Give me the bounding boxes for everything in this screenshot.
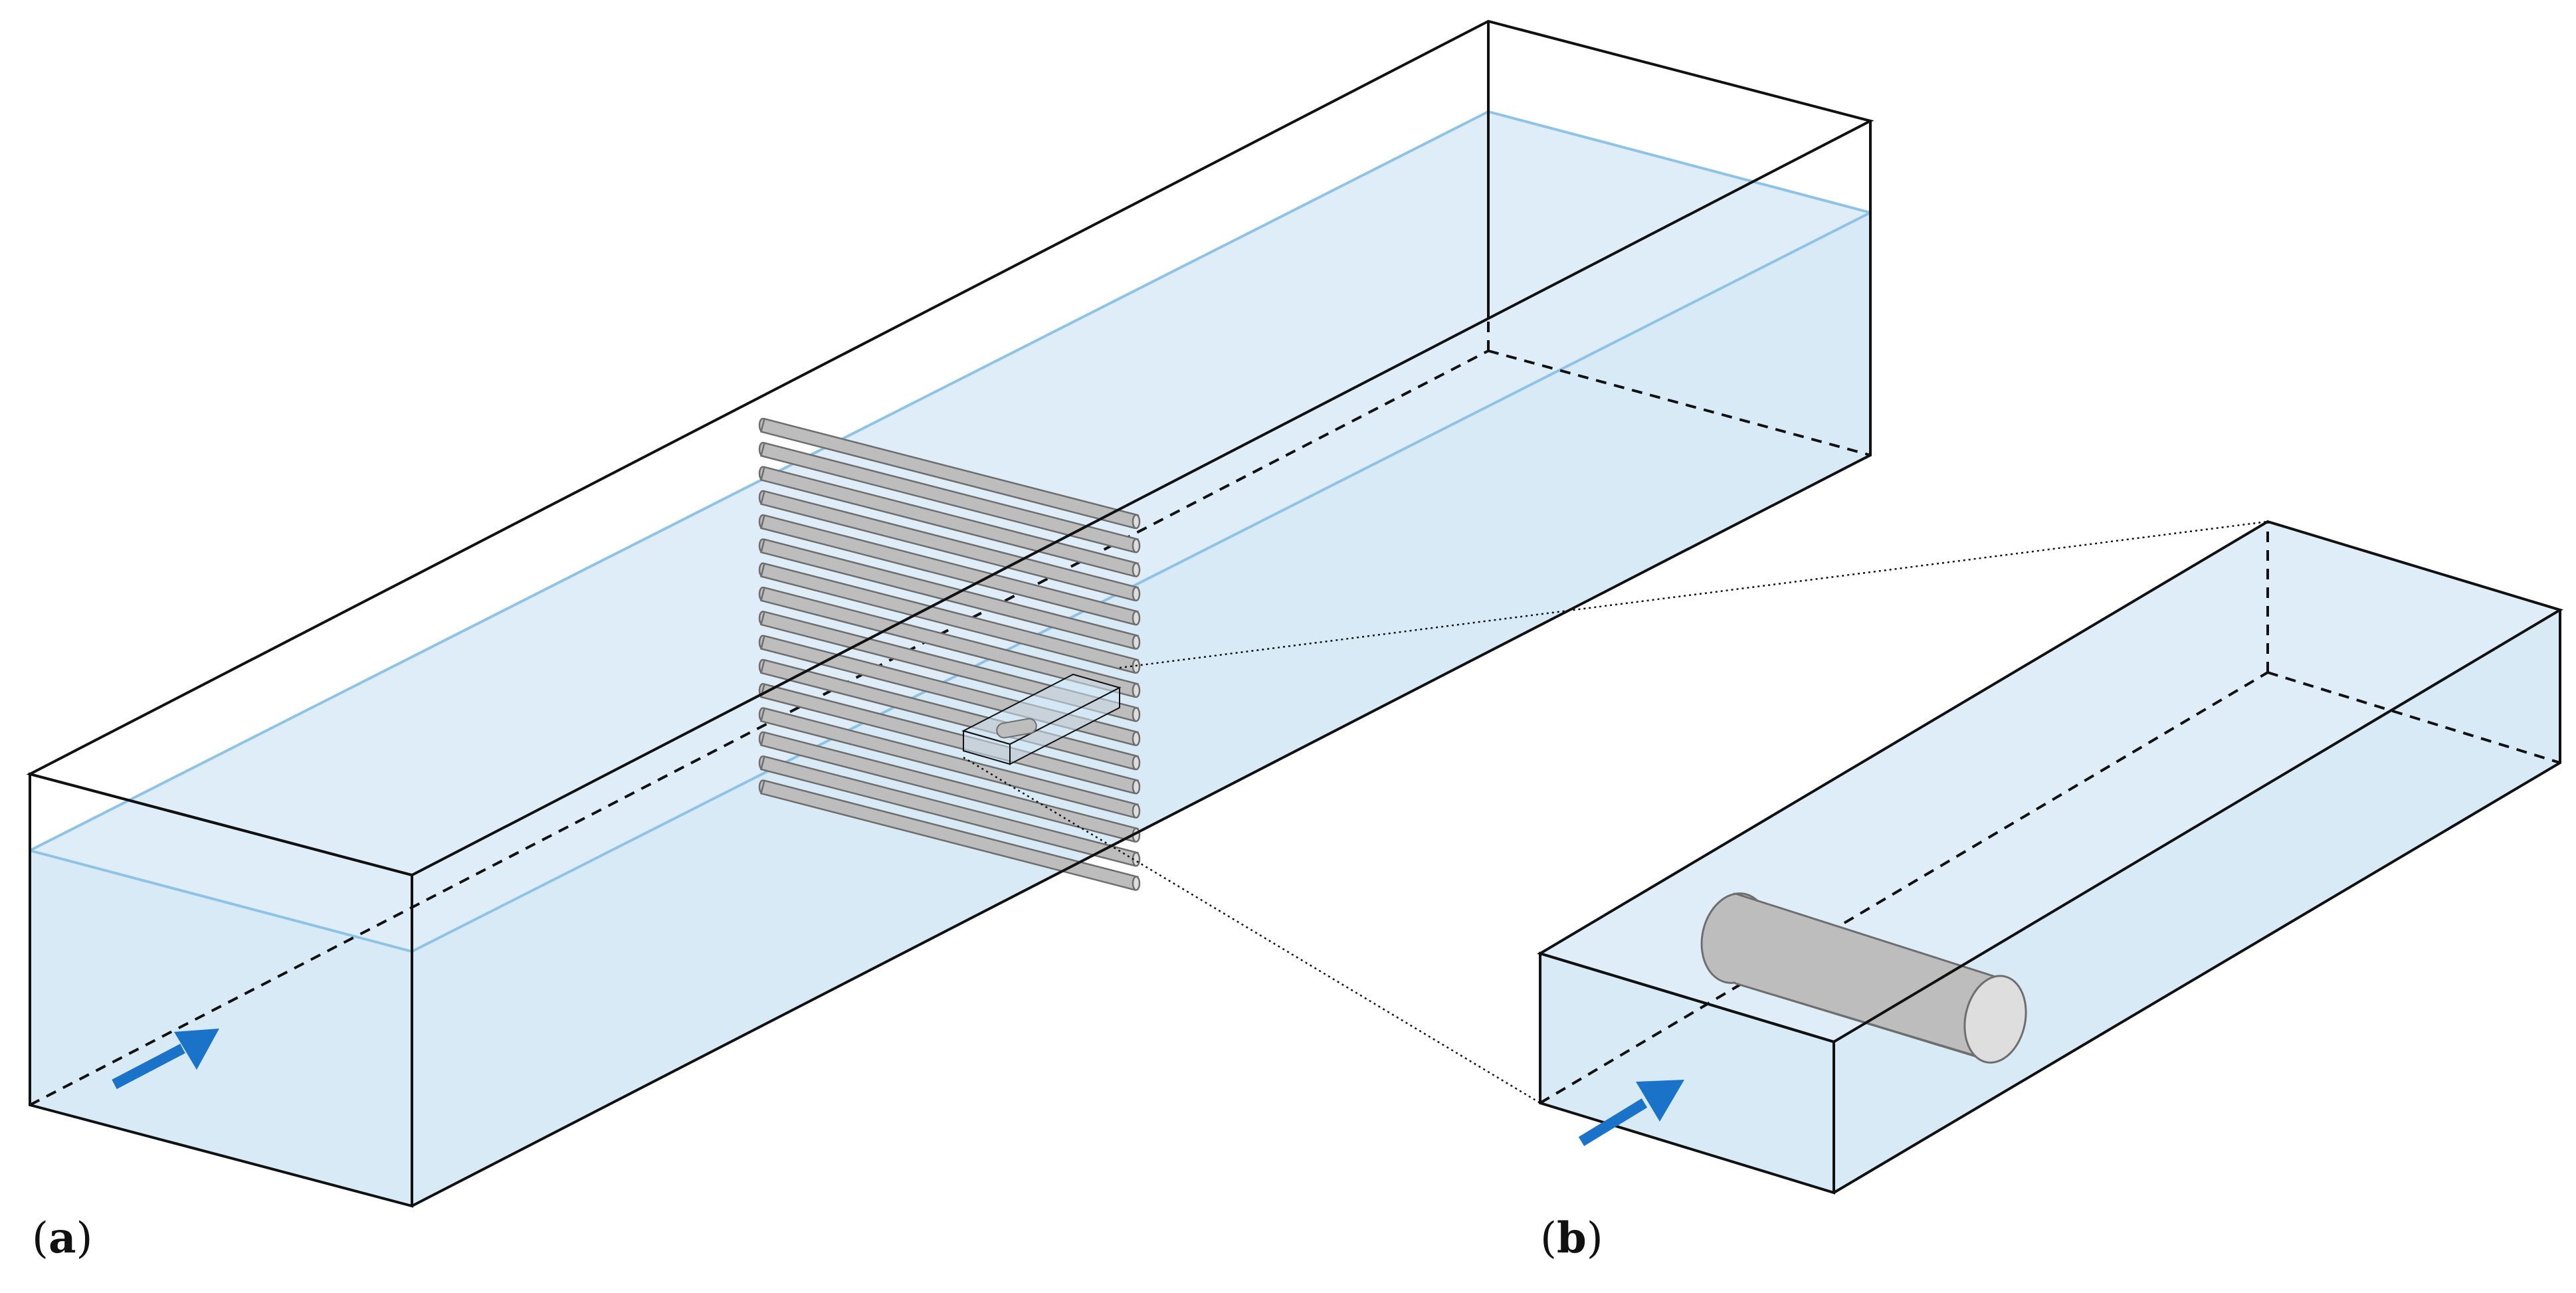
rod: [758, 586, 1141, 698]
panel-b-box-edges: [1537, 520, 2563, 1195]
rod: [758, 442, 1141, 553]
panel-a-water-front: [30, 850, 412, 1206]
flow-arrow-a: [112, 1029, 219, 1090]
panel-b-water: [1540, 522, 2560, 1193]
zoom-connector: [963, 520, 2268, 1104]
cylinder-end-face: [1963, 975, 2027, 1064]
panel-a-box-edges: [26, 19, 1874, 1208]
panel-a-channel: [26, 19, 1874, 1208]
panel-a-water-edge-back-right: [1488, 110, 1871, 214]
rod: [758, 514, 1141, 626]
panel-a-water-edge-back: [29, 110, 1489, 852]
sample-box: [961, 673, 1122, 765]
panel-a-water: [29, 110, 1871, 1206]
rod: [758, 538, 1141, 650]
panel-b-cell: [1537, 520, 2563, 1195]
rod: [758, 562, 1141, 674]
panel-label-b: (b): [1540, 1213, 1603, 1263]
panel-a-hidden-edges: [29, 319, 1871, 1106]
flow-arrow-b: [1578, 1080, 1684, 1146]
rod: [758, 417, 1141, 530]
cylinder: [1700, 892, 2027, 1064]
panel-a-water-surface: [30, 112, 1870, 951]
rod: [758, 779, 1141, 891]
panel-a-water-side: [412, 213, 1870, 1206]
panel-label-a: (a): [32, 1213, 92, 1263]
rod: [758, 490, 1141, 602]
panel-b-hidden-edges: [1539, 522, 2561, 1104]
